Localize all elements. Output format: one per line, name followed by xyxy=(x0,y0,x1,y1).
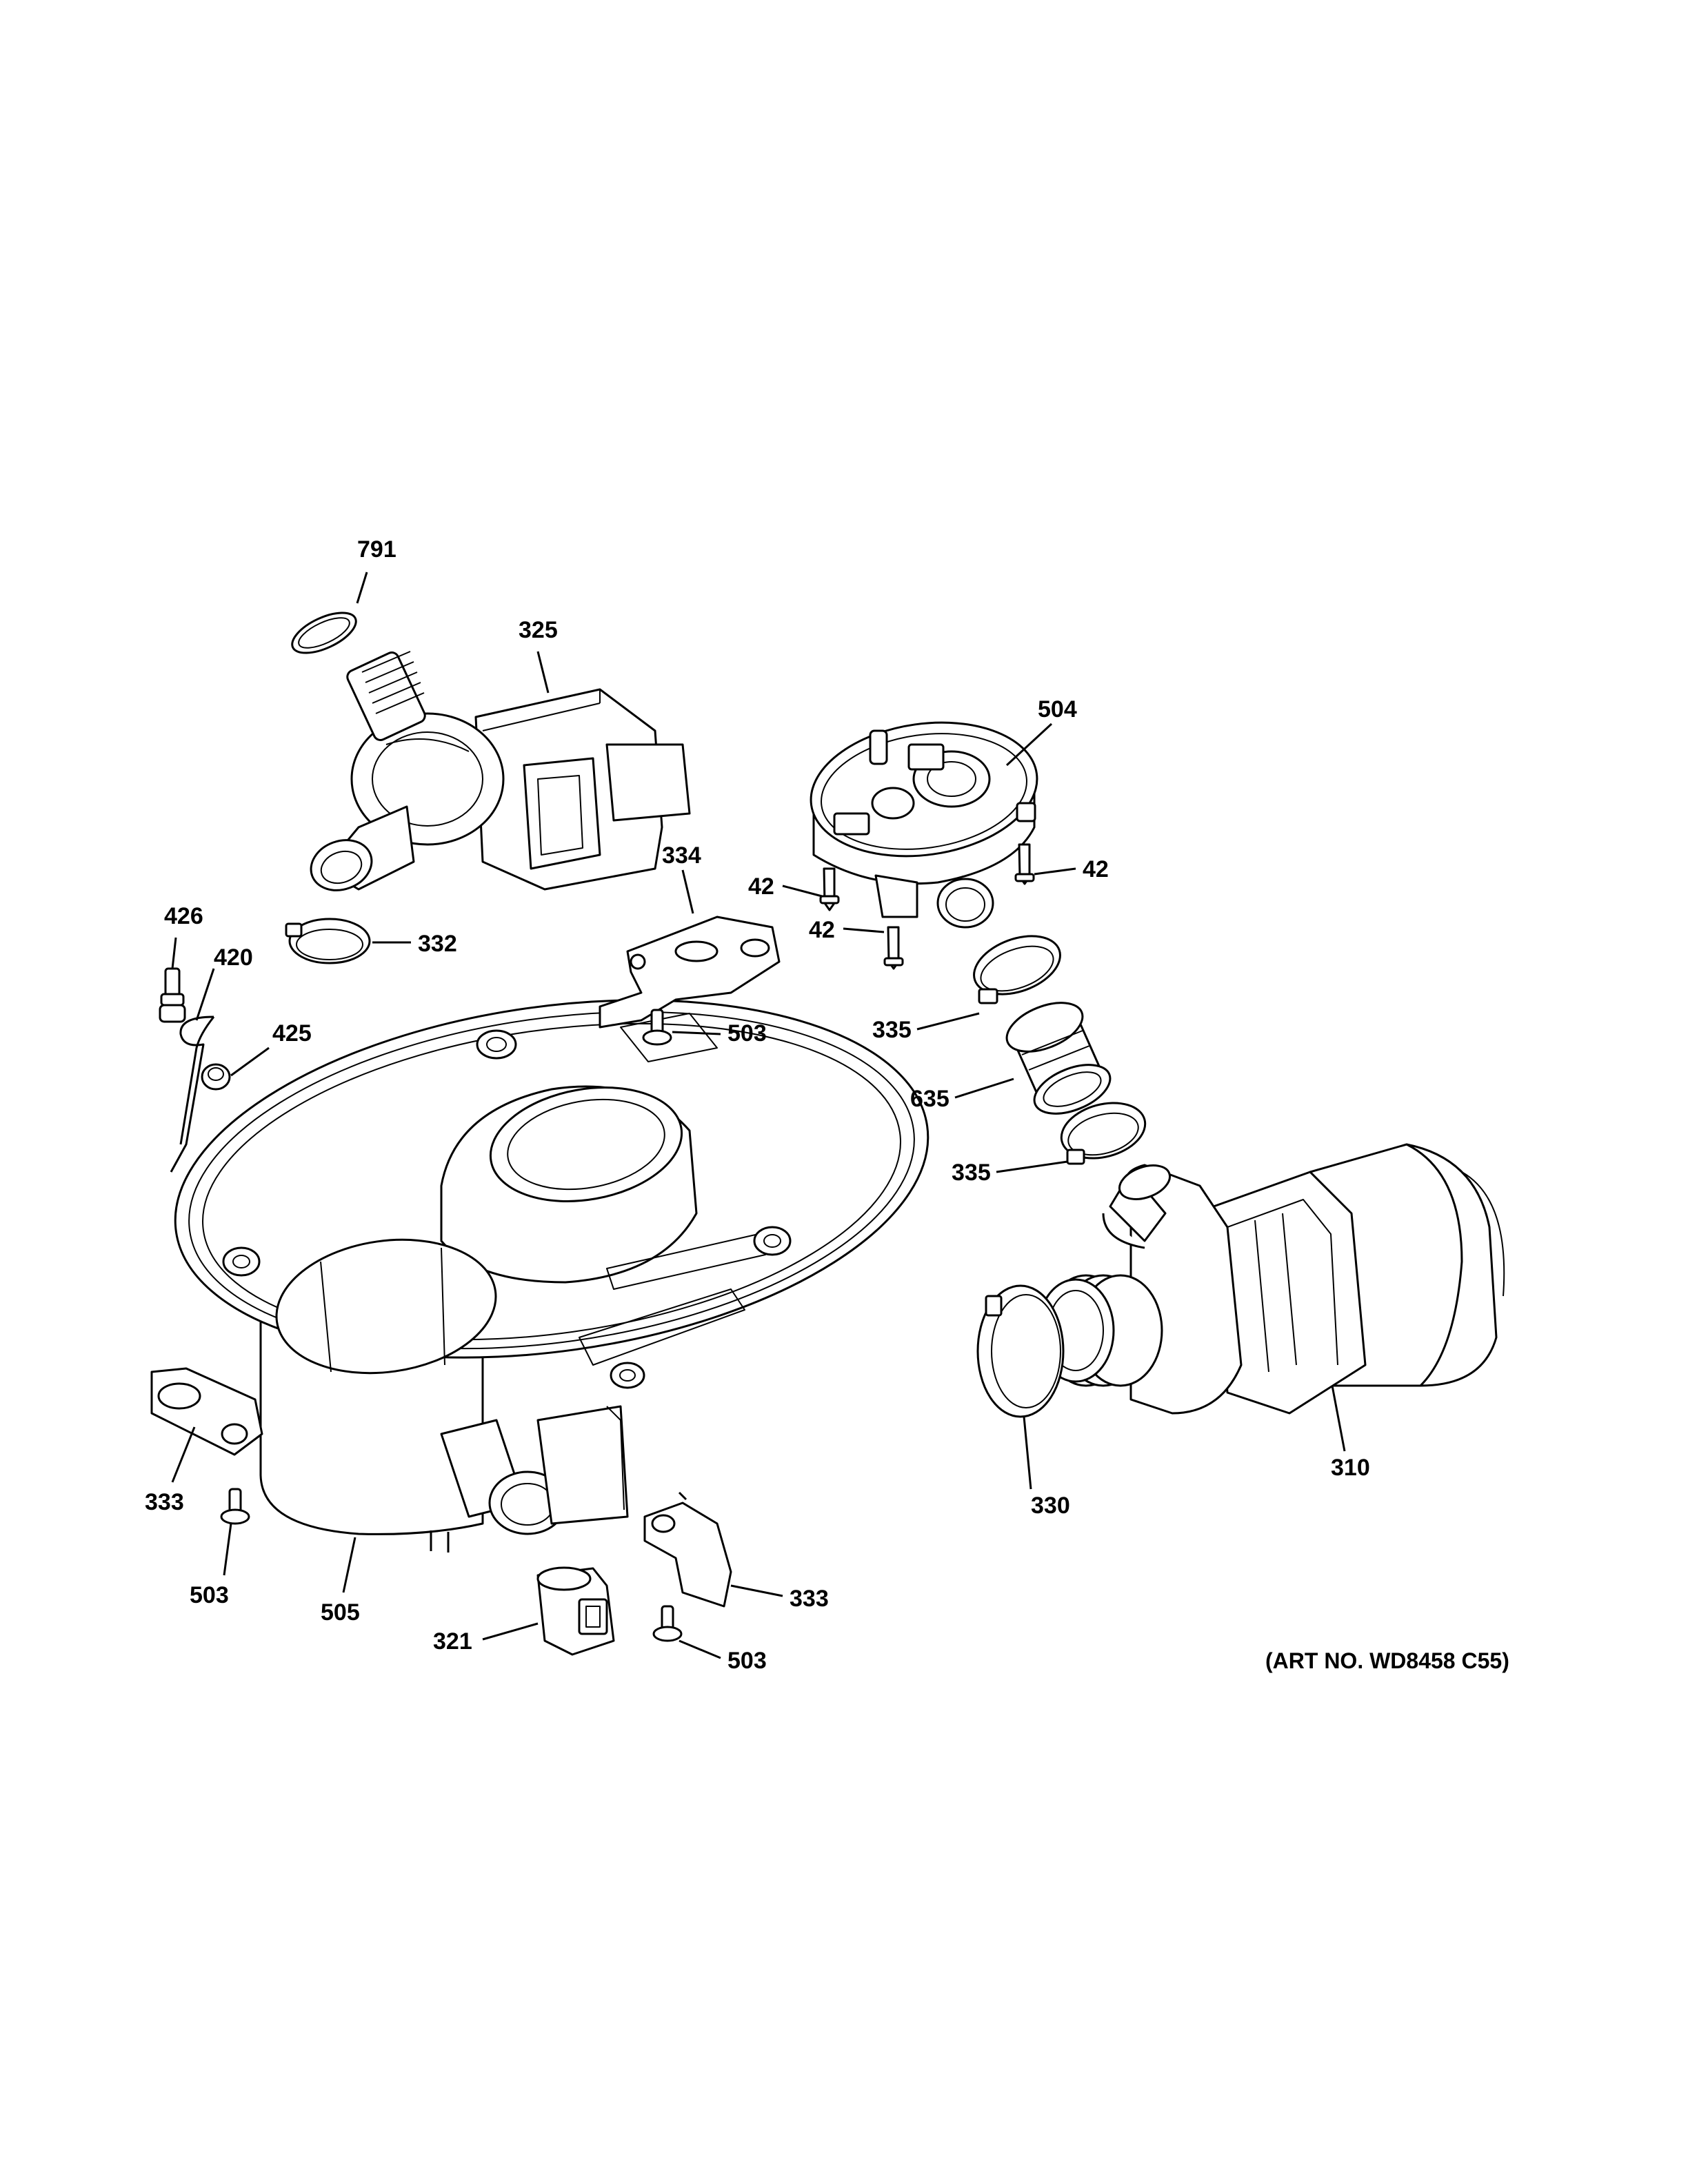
callout-505: 505 xyxy=(321,1599,360,1626)
leader-503b xyxy=(223,1523,232,1576)
part-420-wire-clip xyxy=(170,1015,215,1173)
callout-504: 504 xyxy=(1038,696,1077,722)
callout-503-left: 503 xyxy=(190,1582,229,1608)
leader-lines xyxy=(171,572,1346,1659)
leader-635 xyxy=(954,1078,1014,1099)
callout-426: 426 xyxy=(164,903,203,929)
leader-335b xyxy=(996,1160,1068,1173)
part-325-drain-pump xyxy=(310,651,691,891)
leader-503a xyxy=(672,1031,721,1035)
part-333-bracket-left xyxy=(150,1367,263,1456)
callout-420: 420 xyxy=(214,944,253,971)
part-503-screw-c xyxy=(652,1605,683,1642)
callout-42-right: 42 xyxy=(1083,856,1109,882)
leader-426 xyxy=(171,937,177,969)
part-310-circulation-pump xyxy=(1036,1143,1505,1415)
part-635-hose-coupling xyxy=(1005,1002,1112,1115)
callout-335-lower: 335 xyxy=(952,1160,991,1186)
art-number: (ART NO. WD8458 C55) xyxy=(1265,1648,1509,1673)
leader-42b xyxy=(1034,867,1076,876)
callout-335-upper: 335 xyxy=(872,1017,912,1043)
callout-330: 330 xyxy=(1031,1493,1070,1519)
leader-330 xyxy=(1023,1416,1032,1490)
part-334-bracket xyxy=(599,916,781,1029)
callout-42-left: 42 xyxy=(748,873,774,900)
part-332-clamp xyxy=(285,918,371,964)
callout-332: 332 xyxy=(418,931,457,957)
leader-42a xyxy=(782,884,823,898)
pump-310-inlet-corrugated xyxy=(1036,1274,1163,1387)
part-335-clamp-upper xyxy=(973,935,1061,1004)
part-330-large-clamp xyxy=(976,1284,1065,1418)
leader-503c xyxy=(679,1639,721,1659)
callout-635: 635 xyxy=(910,1086,950,1112)
part-42-screw-left xyxy=(819,867,840,911)
callout-334: 334 xyxy=(662,842,701,869)
leader-333b xyxy=(730,1584,783,1597)
leader-334 xyxy=(681,869,694,914)
leader-420 xyxy=(195,968,215,1021)
leader-335a xyxy=(916,1012,980,1031)
leader-791 xyxy=(356,572,368,604)
pump-outlet-corrugated xyxy=(346,651,426,741)
leader-321 xyxy=(482,1622,539,1641)
callout-310: 310 xyxy=(1331,1455,1370,1481)
callout-333-right: 333 xyxy=(790,1586,829,1612)
part-321-sensor xyxy=(536,1566,615,1656)
callout-503-upper: 503 xyxy=(727,1020,767,1046)
part-425-grommet xyxy=(201,1063,231,1091)
part-505-sump xyxy=(174,999,930,1553)
part-503-screw-b xyxy=(220,1488,250,1525)
leader-425 xyxy=(230,1046,270,1077)
leader-504 xyxy=(1005,722,1053,767)
sump-outlet-port xyxy=(440,1405,629,1535)
leader-333a xyxy=(171,1426,196,1483)
leader-42c xyxy=(843,927,885,933)
leader-325 xyxy=(536,651,550,694)
callout-425: 425 xyxy=(272,1020,312,1046)
callout-791: 791 xyxy=(357,536,396,563)
callout-325: 325 xyxy=(519,617,558,643)
part-503-screw-a xyxy=(642,1009,672,1046)
part-42-screw-bottom xyxy=(883,926,904,970)
leader-310 xyxy=(1331,1385,1346,1452)
callout-503-right: 503 xyxy=(727,1648,767,1674)
callout-42-bottom: 42 xyxy=(809,917,835,943)
callout-333-left: 333 xyxy=(145,1489,184,1515)
part-426-screw xyxy=(159,967,186,1023)
leader-505 xyxy=(342,1537,356,1593)
part-333-bracket-right xyxy=(643,1491,732,1608)
callout-321: 321 xyxy=(433,1628,472,1655)
part-335-clamp-lower xyxy=(1060,1102,1147,1165)
part-42-screw-right xyxy=(1014,843,1035,885)
part-504-diverter xyxy=(810,721,1038,929)
part-791-clamp xyxy=(291,611,357,654)
callout-labels: 791 325 504 334 42 42 42 426 332 420 425… xyxy=(145,536,1370,1674)
pump-inlet xyxy=(310,805,415,891)
